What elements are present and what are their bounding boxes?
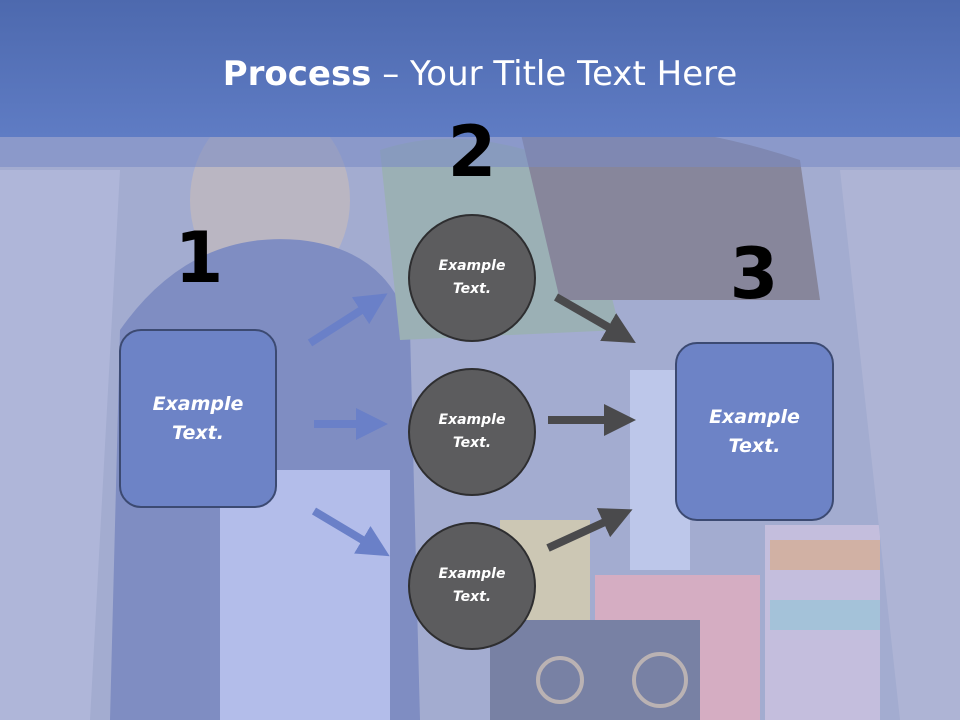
circle-middle-line2: Text.: [452, 435, 492, 451]
right-box-line2: Text.: [728, 434, 781, 457]
arrow-gray-down: [554, 293, 636, 343]
circle-top-line2: Text.: [452, 281, 492, 297]
left-box-line2: Text.: [172, 421, 224, 444]
circle-bottom-line1: Example: [438, 566, 506, 582]
title-rest: – Your Title Text Here: [371, 54, 738, 94]
circle-bottom-line2: Text.: [452, 589, 492, 605]
arrow-blue-down: [311, 507, 390, 557]
left-box-line1: Example: [152, 392, 244, 415]
circle-top-line1: Example: [438, 258, 506, 274]
circle-middle-line1: Example: [438, 412, 506, 428]
step-number-2: 2: [447, 111, 497, 193]
arrow-blue-up: [307, 293, 388, 347]
title-bar: [0, 0, 960, 137]
slide-title: Process – Your Title Text Here: [0, 52, 960, 96]
arrow-gray-up: [546, 508, 633, 552]
title-strip: [0, 137, 960, 167]
title-bold: Process: [222, 54, 372, 94]
step-number-1: 1: [174, 217, 224, 299]
step-number-3: 3: [729, 233, 779, 315]
right-box-line1: Example: [709, 405, 800, 428]
